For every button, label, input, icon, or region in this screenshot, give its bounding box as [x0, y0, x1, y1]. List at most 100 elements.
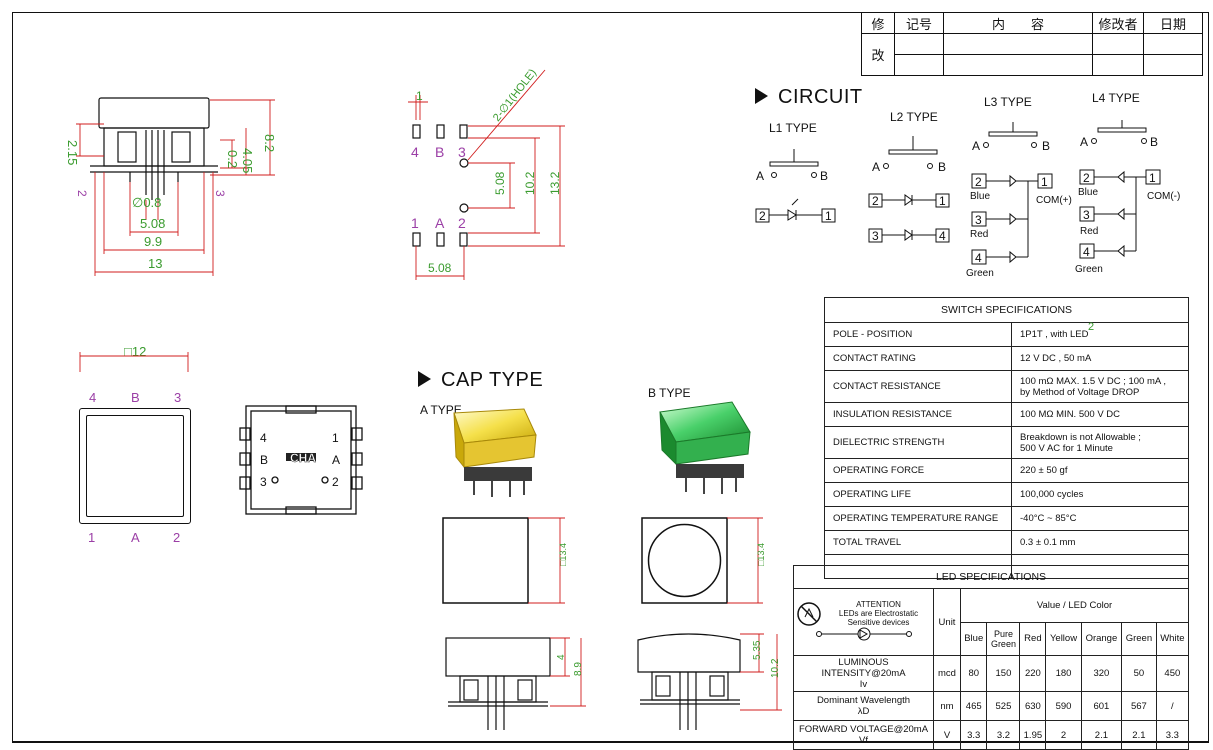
- esd-warning-icon: [797, 601, 821, 626]
- attention-cell: ATTENTION LEDs are Electrostatic Sensiti…: [793, 588, 934, 656]
- bottom-pin-3: 3: [260, 475, 267, 489]
- l1-pin-1: 1: [825, 209, 832, 223]
- rev-cell-number: 记号: [894, 12, 944, 34]
- rev-cell-content: 内 容: [943, 12, 1093, 34]
- l4-label-com: COM(-): [1147, 191, 1180, 202]
- l3-pin-4: 4: [975, 251, 982, 265]
- a-height-8-9: 8.9: [573, 662, 584, 676]
- rev-cell-date: 日期: [1143, 12, 1203, 34]
- logo-text: CHA: [290, 451, 316, 465]
- color-orange: Orange: [1080, 621, 1123, 656]
- l3-pin-1: 1: [1041, 175, 1048, 189]
- pin-bottom-1: 1: [411, 215, 419, 231]
- l4-label-blue: Blue: [1078, 187, 1098, 198]
- l4-pin-4: 4: [1083, 245, 1090, 259]
- l3-pin-3: 3: [975, 213, 982, 227]
- circuit-heading: CIRCUIT: [755, 86, 863, 109]
- b-type-top-view: □13.4: [641, 517, 766, 604]
- pin-top-b: B: [435, 144, 444, 160]
- pin-bottom-a: A: [435, 215, 445, 231]
- dim-5-08: 5.08: [140, 216, 165, 231]
- color-white: White: [1155, 621, 1190, 656]
- square-top-view: [79, 408, 191, 524]
- rev-cell-xiu: 修: [861, 12, 895, 34]
- circuit-l4-b: B: [1150, 135, 1158, 149]
- led-symbol-icon: [815, 627, 912, 641]
- dim-10-2: 10.2: [523, 171, 537, 195]
- circuit-l2-type: L2 TYPE: [890, 110, 938, 124]
- circuit-l3-b: B: [1042, 139, 1050, 153]
- circuit-l2-b: B: [938, 160, 946, 174]
- dim-5-08-h: 5.08: [428, 261, 452, 275]
- a-size-dim: □13.4: [558, 543, 568, 566]
- b-size-dim: □13.4: [756, 543, 766, 566]
- square-pin-2: 2: [173, 530, 181, 545]
- dim-0-2: 0.2: [225, 150, 240, 168]
- bottom-view-drawing: CHA 4 B 3 1 A 2: [239, 405, 363, 515]
- side-body-outline: [103, 127, 205, 167]
- square-pin-3: 3: [174, 390, 182, 405]
- circuit-l4-a: A: [1080, 135, 1088, 149]
- pin-top-3: 3: [458, 144, 466, 160]
- square-dim-line: [79, 352, 189, 372]
- switch-spec-title: SWITCH SPECIFICATIONS: [824, 297, 1189, 323]
- circuit-l2-a: A: [872, 160, 880, 174]
- color-red: Red: [1019, 621, 1047, 656]
- dim-2-15: 2.15: [65, 140, 80, 165]
- dim-square-12: □12: [124, 344, 147, 359]
- triangle-icon: [755, 88, 768, 104]
- color-yellow: Yellow: [1045, 621, 1082, 656]
- revision-block: 修 记号 内 容 修改者 日期 改: [861, 12, 1203, 76]
- a-type-side-view: 4 8.9: [445, 637, 586, 730]
- bottom-pin-a: A: [332, 453, 340, 467]
- dim-8-2: 8.2: [262, 134, 277, 152]
- l2-pin-3: 3: [872, 229, 879, 243]
- l3-label-blue: Blue: [970, 191, 990, 202]
- b-type-side-view: 5.35 10.2: [637, 633, 782, 730]
- bottom-pin-1: 1: [332, 431, 339, 445]
- dim-0-8: ∅0.8: [132, 195, 161, 210]
- circuit-l3-type: L3 TYPE: [984, 95, 1032, 109]
- pin-top-4: 4: [411, 144, 419, 160]
- color-green: Green: [1121, 621, 1157, 656]
- drawing-frame: [12, 12, 1209, 742]
- a-type-top-view: □13.4: [442, 517, 568, 604]
- dim-9-9: 9.9: [144, 234, 162, 249]
- square-pin-4: 4: [89, 390, 97, 405]
- l4-pin-3: 3: [1083, 208, 1090, 222]
- bottom-pin-2: 2: [332, 475, 339, 489]
- pin-label-3: 3: [213, 190, 227, 197]
- bottom-border: [12, 741, 1209, 743]
- circuit-l4-type: L4 TYPE: [1092, 92, 1140, 105]
- cap-type-heading: CAP TYPE: [418, 369, 543, 392]
- side-cap-outline: [98, 97, 210, 129]
- a-height-4: 4: [556, 654, 567, 660]
- a-type-label: A TYPE: [420, 403, 462, 417]
- pin-layout-drawing: 2-∅1(HOLE) 1 4 B 3 1 A 2 5.08 10.2 13.2 …: [408, 67, 565, 280]
- rev-cell-editor: 修改者: [1092, 12, 1144, 34]
- l1-pin-2: 2: [759, 209, 766, 223]
- dim-5-08-v: 5.08: [493, 171, 507, 195]
- bottom-pin-4: 4: [260, 431, 267, 445]
- dim-4-05: 4.05: [240, 148, 255, 173]
- circuit-l1-type: L1 TYPE: [769, 121, 817, 135]
- l3-pin-2: 2: [975, 175, 982, 189]
- side-view-drawing: 2.15 8.2 0.2 4.05 ∅0.8 5.08 9.9 13 2 3: [65, 97, 277, 276]
- triangle-icon: [418, 371, 431, 387]
- l2-pin-2: 2: [872, 194, 879, 208]
- table-row: OPERATING TEMPERATURE RANGE-40°C ~ 85°C: [824, 506, 1189, 531]
- square-pin-b: B: [131, 390, 140, 405]
- spec-annotation: 2: [1088, 321, 1095, 333]
- bottom-pin-b: B: [260, 453, 268, 467]
- circuit-diagrams: L1 TYPE L2 TYPE L3 TYPE L4 TYPE A B A B …: [755, 92, 1180, 279]
- l4-pin-2: 2: [1083, 171, 1090, 185]
